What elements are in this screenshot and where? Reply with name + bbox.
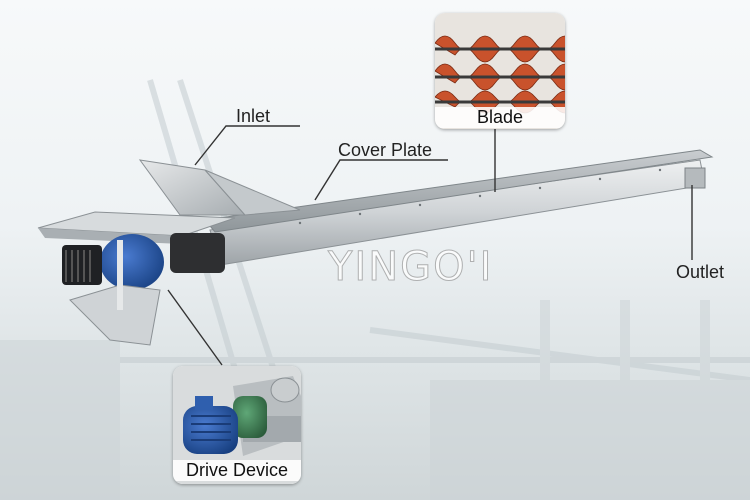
brand-watermark: YINGO'I bbox=[327, 244, 494, 291]
cover-plate bbox=[204, 149, 714, 233]
cover-plate-label: Cover Plate bbox=[338, 140, 433, 160]
blade-label: Blade bbox=[435, 107, 565, 128]
outlet-label: Outlet bbox=[676, 262, 725, 282]
outlet-spout bbox=[684, 167, 706, 189]
drive-motor bbox=[100, 234, 164, 290]
gearbox bbox=[170, 233, 225, 273]
inlet-label: Inlet bbox=[236, 106, 271, 126]
drive-device-label: Drive Device bbox=[173, 460, 301, 481]
drive-guard bbox=[37, 211, 236, 237]
drive-device-thumbnail: Drive Device bbox=[173, 366, 301, 484]
blade-thumbnail: Blade bbox=[435, 13, 565, 129]
support-frame bbox=[69, 284, 161, 346]
